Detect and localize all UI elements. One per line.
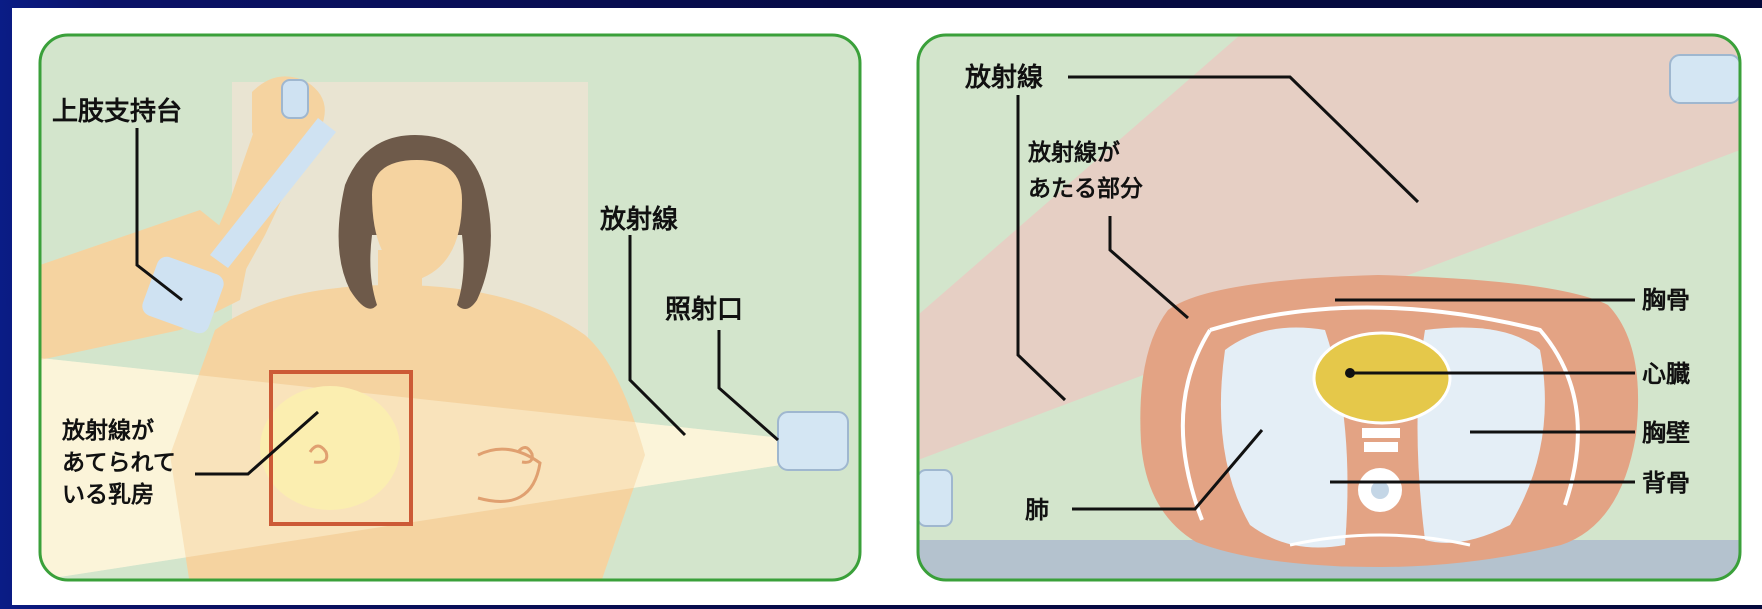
treated-breast <box>260 386 400 510</box>
back-line <box>1289 533 1471 547</box>
breast-label-line1: 放射線が <box>61 417 154 444</box>
face <box>372 160 462 280</box>
right-panel-border <box>916 33 1742 582</box>
aperture-device <box>777 411 849 471</box>
area-leader <box>1108 216 1189 320</box>
other-nipple <box>516 446 534 464</box>
arm-support-leader <box>135 128 183 302</box>
breast-label-line3: いる乳房 <box>62 481 154 508</box>
upper-aperture-device <box>1669 54 1740 104</box>
area-label-line1: 放射線が <box>1027 139 1120 166</box>
breast-label-line2: あてられて <box>62 450 176 476</box>
arm-support-bar <box>210 118 336 268</box>
right-radiation-leader-upper <box>1068 75 1420 204</box>
area-label-line2: あたる部分 <box>1028 175 1143 202</box>
chest-wall-label: 胸壁 <box>1642 419 1690 447</box>
beam-overlay <box>40 358 800 580</box>
other-breast <box>477 447 542 503</box>
breast-leader <box>195 410 319 476</box>
right-radiation-label: 放射線 <box>964 62 1043 93</box>
handle-grip <box>281 79 309 119</box>
lung-leader <box>1072 429 1264 511</box>
radiation-fan <box>918 35 1740 460</box>
aperture-label: 照射口 <box>665 295 743 325</box>
spine-segment-2 <box>1364 442 1398 452</box>
spine-label: 背骨 <box>1642 469 1690 497</box>
treated-area-box <box>269 370 413 526</box>
sternum-label: 胸骨 <box>1642 286 1690 314</box>
right-radiation-leader-lower <box>1016 95 1067 402</box>
arm-support-pad <box>142 256 224 334</box>
spine-segment-1 <box>1362 428 1400 438</box>
radiation-leader <box>628 235 687 437</box>
right-panel: 放射線 放射線が あたる部分 胸骨 心臓 胸壁 背骨 肺 <box>916 33 1742 582</box>
lower-aperture-device <box>918 469 953 527</box>
chest-wall-ring-left <box>1180 328 1212 521</box>
spinal-canal <box>1371 481 1389 499</box>
treated-nipple <box>308 444 329 464</box>
lung-label: 肺 <box>1025 496 1049 524</box>
arm-support-label: 上肢支持台 <box>52 96 182 127</box>
left-radiation-label: 放射線 <box>599 204 678 235</box>
left-panel: 上肢支持台 放射線 照射口 放射線が あてられて いる乳房 <box>38 33 862 582</box>
heart-label: 心臓 <box>1642 360 1690 388</box>
heart <box>1312 331 1452 425</box>
upper-arm <box>40 210 250 360</box>
left-panel-border <box>38 33 862 582</box>
aperture-leader <box>717 330 779 442</box>
